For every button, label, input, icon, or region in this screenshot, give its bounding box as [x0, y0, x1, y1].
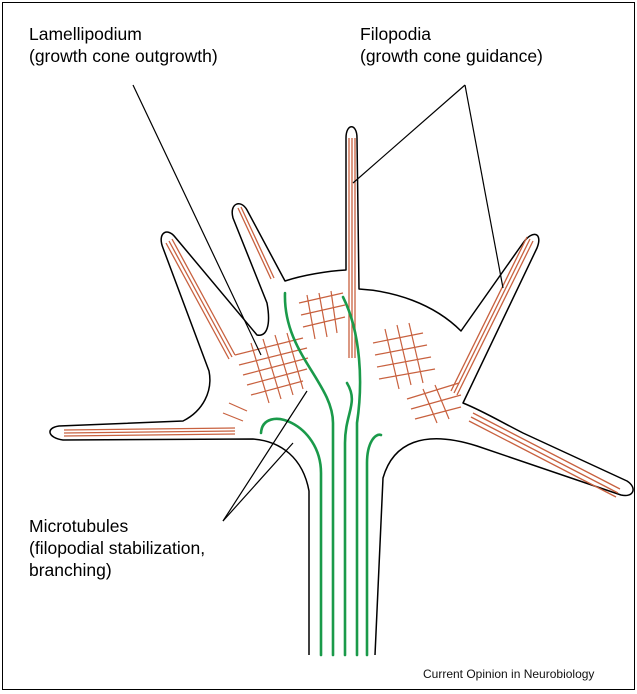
microtubules-line3: branching) — [29, 559, 205, 581]
growth-cone-diagram — [3, 3, 636, 691]
lamellipodium-label: Lamellipodium (growth cone outgrowth) — [29, 23, 218, 67]
microtubules-line2: (filopodial stabilization, — [29, 537, 205, 559]
lamellipodial-actin-mesh — [223, 291, 461, 423]
filopodia-title: Filopodia — [360, 23, 543, 45]
lamellipodium-subtitle: (growth cone outgrowth) — [29, 45, 218, 67]
filopodia-label: Filopodia (growth cone guidance) — [360, 23, 543, 67]
journal-credit: Current Opinion in Neurobiology — [423, 667, 594, 681]
filopodia-subtitle: (growth cone guidance) — [360, 45, 543, 67]
microtubules-title: Microtubules — [29, 515, 205, 537]
microtubules-label: Microtubules (filopodial stabilization, … — [29, 515, 205, 581]
lamellipodium-title: Lamellipodium — [29, 23, 218, 45]
